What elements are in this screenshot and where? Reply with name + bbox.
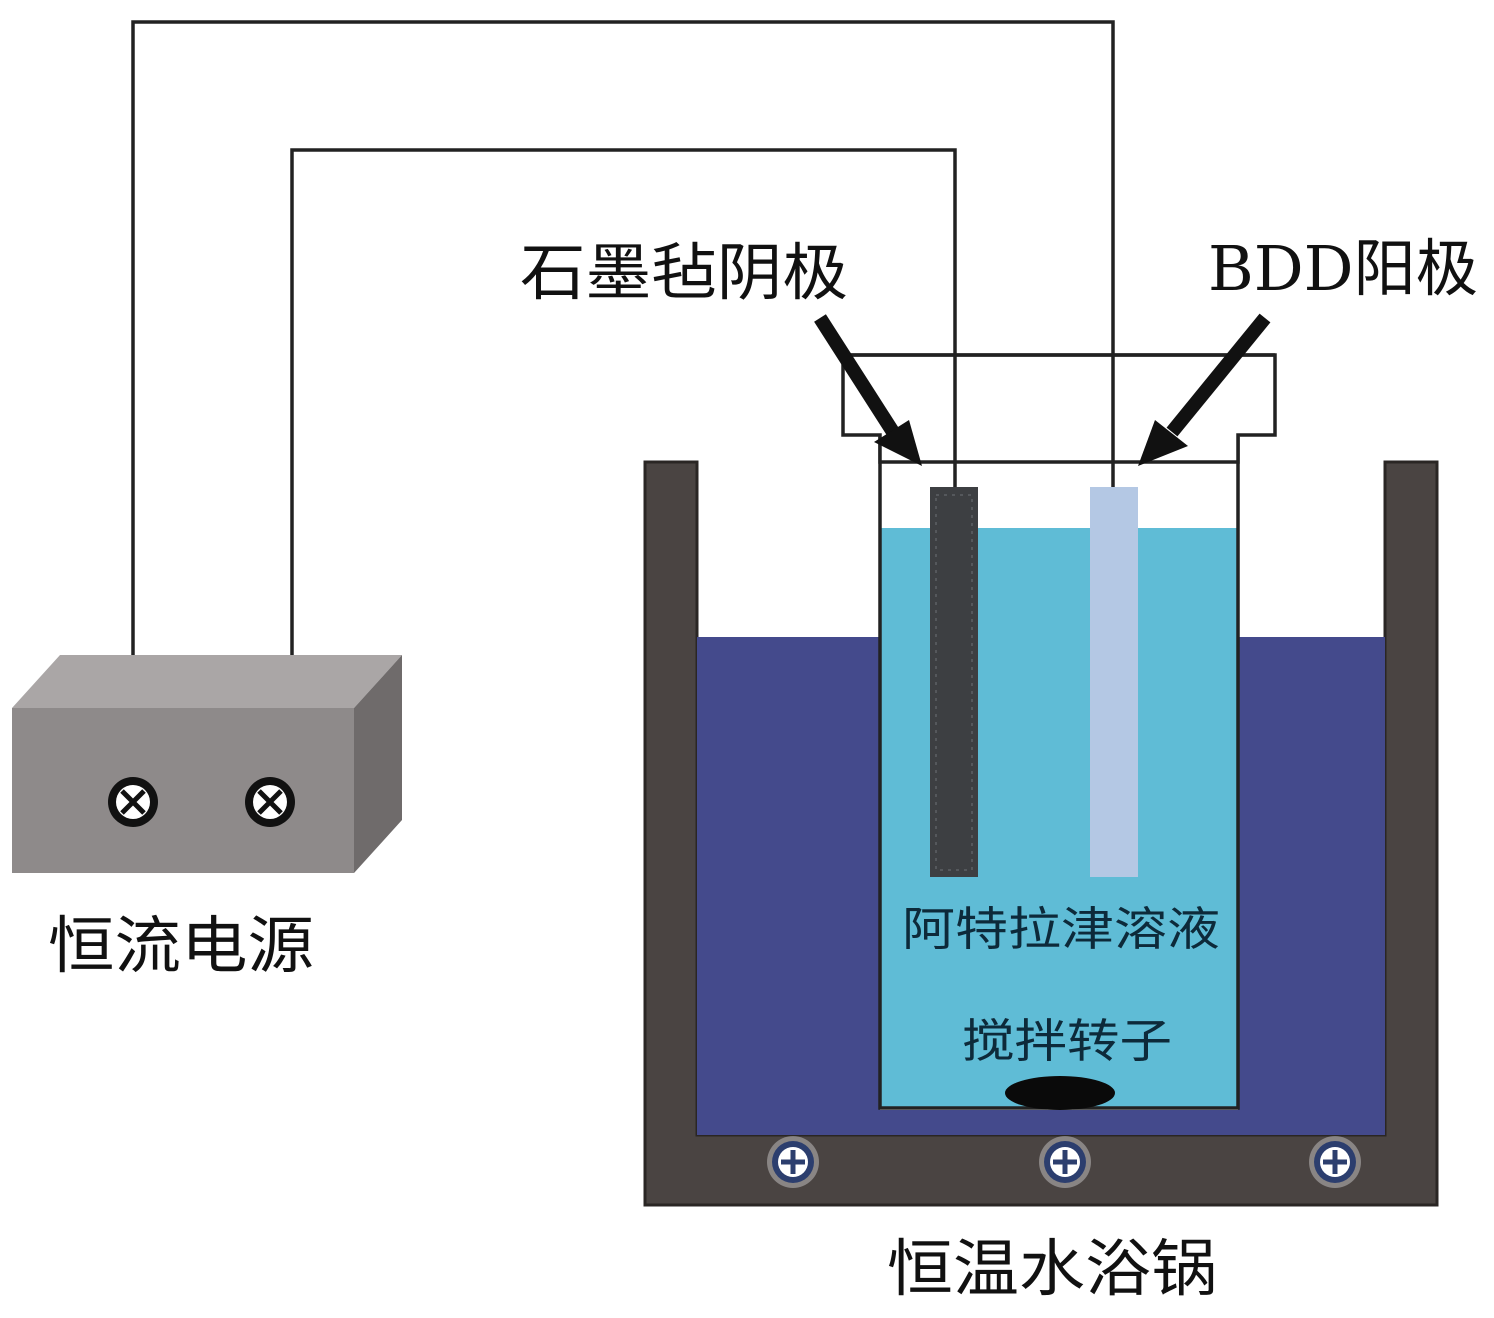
water-bath-label: 恒温水浴锅 — [887, 1232, 1217, 1305]
graphite-felt-cathode — [930, 487, 978, 877]
cathode-wire — [290, 148, 957, 655]
anode-label: BDD阳极 — [1208, 232, 1478, 305]
anode-arrow — [1138, 313, 1271, 466]
circle-cross-icon — [1309, 1136, 1361, 1188]
power-box-top — [12, 655, 402, 708]
power-supply-box — [12, 655, 402, 873]
stir-bar-label: 搅拌转子 — [962, 1014, 1172, 1068]
circle-cross-icon — [767, 1136, 819, 1188]
solution-label: 阿特拉津溶液 — [902, 902, 1220, 956]
anode-wire — [131, 20, 1115, 655]
power-supply-label: 恒流电源 — [48, 909, 314, 982]
cathode-label: 石墨毡阴极 — [520, 236, 848, 309]
circle-cross-icon — [1039, 1136, 1091, 1188]
cathode-arrow — [814, 314, 922, 466]
power-box-side — [354, 655, 402, 873]
electrolytic-cell — [841, 353, 1277, 1110]
circle-x-icon — [245, 777, 295, 827]
stir-bar — [1005, 1076, 1115, 1110]
wires — [131, 20, 1115, 655]
arrows — [814, 313, 1271, 466]
circle-x-icon — [108, 777, 158, 827]
bdd-anode — [1090, 487, 1138, 877]
graphite-felt-texture — [935, 494, 973, 871]
power-box-front — [12, 708, 354, 873]
